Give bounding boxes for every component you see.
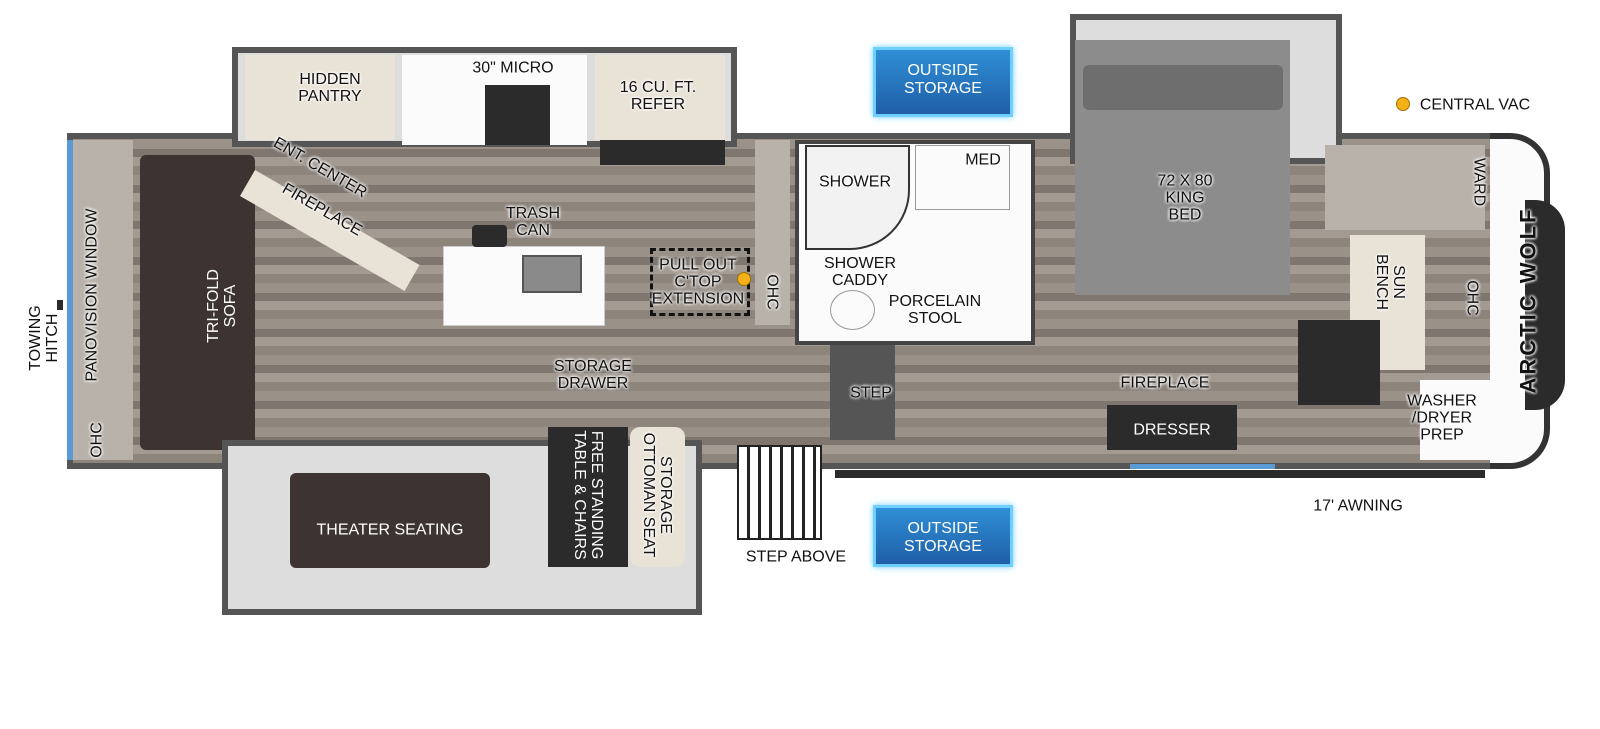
arctic-wolf-logo: ARCTIC WOLF <box>1515 206 1541 394</box>
pull-out-marker-icon <box>737 272 751 286</box>
storage-ottoman <box>630 427 685 567</box>
theater-seating-label: THEATER SEATING <box>316 521 464 539</box>
central-vac-label: CENTRAL VAC <box>1419 96 1531 114</box>
step-label: STEP <box>850 384 892 402</box>
porcelain-stool <box>830 290 875 330</box>
theater-seating <box>290 473 490 568</box>
bedroom-window <box>1130 464 1275 469</box>
king-bed-label: 72 X 80 KING BED <box>1157 172 1213 224</box>
sink-icon <box>522 255 582 293</box>
hidden-pantry <box>245 55 395 140</box>
rear-window <box>67 140 73 460</box>
ohc-front-label: OHC <box>1463 280 1481 316</box>
sun-bench-label: SUN BENCH <box>1373 253 1407 311</box>
dresser-label: DRESSER <box>1133 421 1211 439</box>
washer-dryer-prep <box>1420 380 1490 460</box>
awning-rail <box>835 470 1485 478</box>
bed-pillows <box>1083 65 1283 110</box>
refrigerator <box>595 55 725 140</box>
trash-can-label: TRASH CAN <box>505 205 561 239</box>
towing-hitch-icon <box>57 300 63 310</box>
awning-label: 17' AWNING <box>1313 497 1403 515</box>
med-label: MED <box>965 151 1001 169</box>
tri-fold-sofa <box>140 155 255 450</box>
kitchen-ohc <box>755 140 790 325</box>
shower-caddy-label: SHOWER CADDY <box>824 255 896 289</box>
wardrobe <box>1325 145 1485 230</box>
step-above-label: STEP ABOVE <box>745 548 847 566</box>
central-vac-marker-icon <box>1396 97 1410 111</box>
ward-label: WARD <box>1470 157 1488 207</box>
ohc-rear-label: OHC <box>88 422 106 458</box>
ottoman-label: STORAGE OTTOMAN SEAT <box>640 432 674 558</box>
table-chairs-label: FREE STANDING TABLE & CHAIRS <box>571 430 605 560</box>
dresser-panel <box>1298 320 1380 405</box>
refrigerator-base <box>600 140 725 165</box>
cooktop <box>485 85 550 145</box>
outside-storage-label: OUTSIDE STORAGE <box>904 520 982 555</box>
outside-storage-label: OUTSIDE STORAGE <box>904 62 982 97</box>
dresser <box>1107 405 1237 450</box>
refer-label: 16 CU. FT. REFER <box>619 79 697 113</box>
storage-drawer-label: STORAGE DRAWER <box>554 358 632 392</box>
medicine-cabinet-sink <box>915 145 1010 210</box>
washer-dryer-label: WASHER /DRYER PREP <box>1407 392 1477 444</box>
towing-hitch-label: TOWING HITCH <box>27 305 61 371</box>
free-standing-table <box>548 427 628 567</box>
micro-label: 30" MICRO <box>472 59 554 77</box>
trash-can <box>472 225 507 247</box>
entry-steps <box>737 445 822 540</box>
tri-fold-sofa-label: TRI-FOLD SOFA <box>205 269 239 343</box>
ohc-kitchen-label: OHC <box>763 274 781 310</box>
step <box>830 345 895 440</box>
porcelain-stool-label: PORCELAIN STOOL <box>888 293 982 327</box>
fireplace-bedroom-label: FIREPLACE <box>1120 374 1210 392</box>
rear-cabinets <box>73 140 133 460</box>
outside-storage-bottom: OUTSIDE STORAGE <box>873 505 1013 567</box>
shower-label: SHOWER <box>819 173 891 191</box>
pull-out-label: PULL OUT C'TOP EXTENSION <box>651 256 745 308</box>
panovision-window-label: PANOVISION WINDOW <box>83 208 101 382</box>
outside-storage-top: OUTSIDE STORAGE <box>873 47 1013 117</box>
hidden-pantry-label: HIDDEN PANTRY <box>298 71 362 105</box>
front-cap-window <box>1525 200 1565 410</box>
